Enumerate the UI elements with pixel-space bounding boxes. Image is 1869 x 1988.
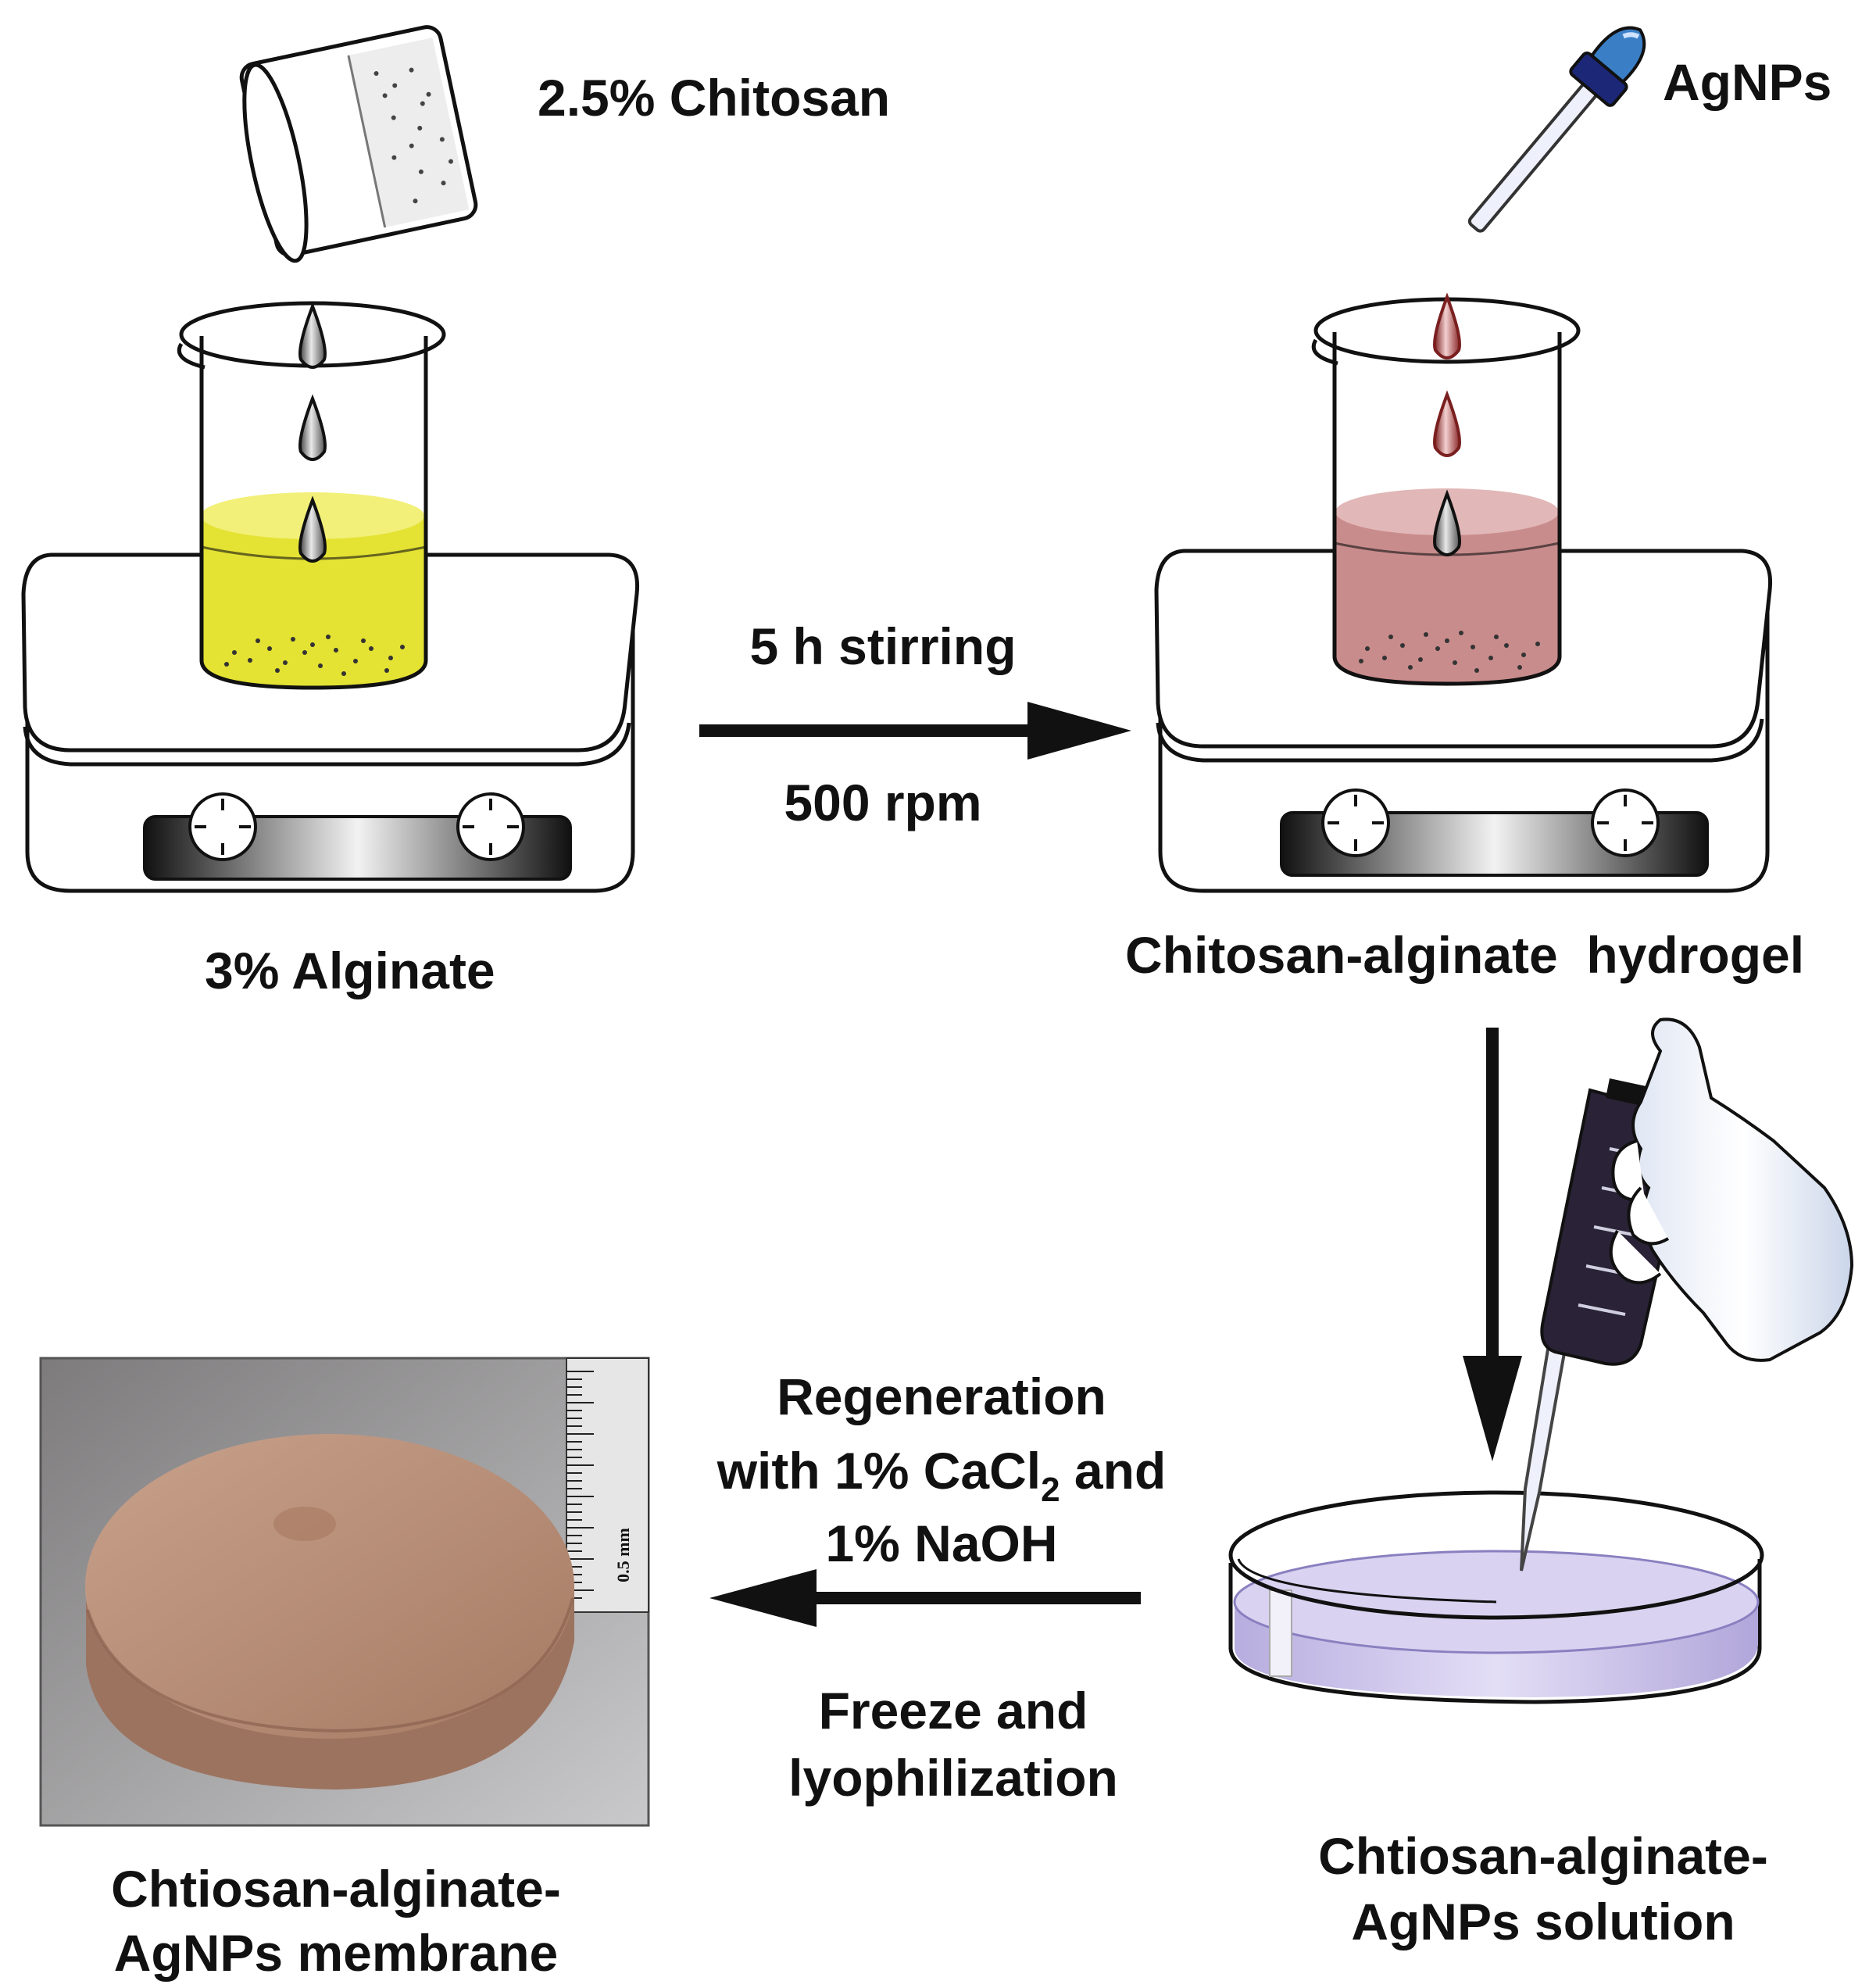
chitosan-pouring-beaker-icon bbox=[239, 25, 478, 263]
hotplate-right-dial-2-icon bbox=[1591, 788, 1660, 857]
ruler-icon: 0.5 mm bbox=[566, 1357, 649, 1613]
regeneration-line-1: Regeneration bbox=[777, 1368, 1106, 1425]
regeneration-line-3: 1% NaOH bbox=[825, 1514, 1057, 1572]
hydrogel-label: Chitosan-alginate hydrogel bbox=[1125, 926, 1804, 984]
alginate-beaker-icon bbox=[177, 301, 446, 690]
membrane-line-1: Chtiosan-alginate- bbox=[111, 1860, 561, 1918]
chitosan-label: 2.5% Chitosan bbox=[538, 69, 890, 127]
agnps-label: AgNPs bbox=[1663, 53, 1831, 111]
membrane-disc-icon bbox=[85, 1434, 574, 1790]
down-arrow bbox=[1463, 1028, 1522, 1461]
stirring-arrow bbox=[699, 702, 1131, 760]
agnps-dropper-icon bbox=[1467, 26, 1646, 233]
stirring-time-label: 5 h stirring bbox=[749, 617, 1016, 675]
membrane-line-2: AgNPs membrane bbox=[114, 1924, 559, 1982]
membrane-photo: 0.5 mm bbox=[39, 1357, 650, 1827]
solution-line-2: AgNPs solution bbox=[1351, 1893, 1735, 1950]
gloved-hand-icon bbox=[1609, 1017, 1854, 1362]
hotplate-right-dial-1-icon bbox=[1321, 788, 1390, 857]
freeze-line-2: lyophilization bbox=[788, 1749, 1118, 1807]
stirring-speed-label: 500 rpm bbox=[784, 774, 981, 831]
chitosan-drops-icon bbox=[298, 302, 327, 563]
hotplate-left-icon bbox=[21, 552, 640, 893]
hotplate-left-dial-2-icon bbox=[456, 792, 525, 861]
regeneration-arrow bbox=[709, 1569, 1141, 1627]
regeneration-line-2-pre: with 1% CaCl bbox=[717, 1442, 1041, 1500]
solution-line-1: Chtiosan-alginate- bbox=[1318, 1827, 1768, 1885]
regeneration-line-2-sub: 2 bbox=[1041, 1471, 1060, 1509]
hotplate-left-dial-1-icon bbox=[188, 792, 257, 861]
agnps-drops-icon bbox=[1433, 292, 1461, 556]
ruler-label: 0.5 mm bbox=[613, 1528, 633, 1582]
hydrogel-beaker-icon bbox=[1311, 297, 1581, 686]
alginate-label: 3% Alginate bbox=[205, 942, 495, 999]
freeze-line-1: Freeze and bbox=[819, 1682, 1088, 1740]
regeneration-line-2: with 1% CaCl2 and bbox=[717, 1442, 1167, 1509]
regeneration-line-2-post: and bbox=[1060, 1442, 1167, 1500]
petri-dish-icon bbox=[1228, 1490, 1764, 1704]
hotplate-right-icon bbox=[1154, 549, 1773, 893]
